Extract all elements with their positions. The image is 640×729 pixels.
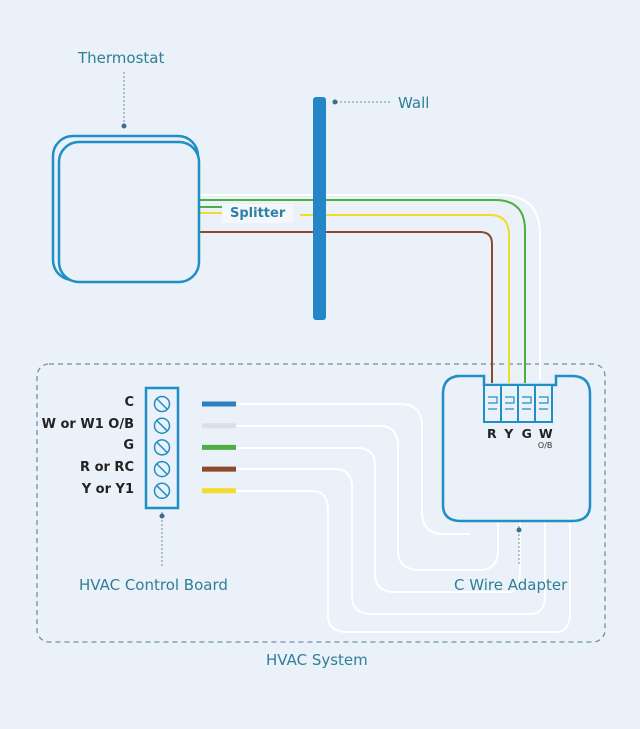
wall	[313, 97, 326, 320]
screw-slot	[156, 398, 168, 410]
terminal-screws	[153, 395, 171, 500]
control-board-cables	[236, 403, 571, 633]
terminal-screw	[153, 460, 171, 478]
wall-callout-dot	[332, 99, 338, 105]
terminal-label: C	[124, 395, 134, 410]
thermostat-callout-dot	[121, 123, 127, 129]
c-wire-adapter-label: C Wire Adapter	[454, 576, 568, 594]
adapter-terminal-letter: Y	[504, 426, 514, 441]
cable-y	[236, 490, 571, 633]
hvac-system-boundary	[36, 363, 606, 643]
wire-stubs	[202, 401, 236, 494]
terminal-label: W or W1 O/B	[41, 416, 134, 432]
wire-green	[200, 199, 526, 383]
cable-channel-top	[200, 194, 541, 380]
screw-slot	[156, 485, 168, 497]
adapter-terminal-sublabel: O/B	[537, 441, 553, 450]
c-wire-adapter	[441, 374, 592, 523]
terminal-label: Y or Y1	[81, 481, 134, 497]
wire-yellow	[200, 212, 510, 383]
terminal-screw	[153, 482, 171, 500]
cable-r	[236, 468, 546, 615]
hvac-control-board-label: HVAC Control Board	[79, 576, 228, 594]
wall-label: Wall	[398, 94, 430, 112]
splitter-label: Splitter	[222, 204, 294, 223]
terminal-screw	[153, 439, 171, 456]
adapter-terminal-letter: G	[521, 426, 532, 441]
terminal-screw	[153, 417, 171, 434]
adapter-callout-dot	[516, 527, 522, 533]
cable-w	[236, 425, 499, 571]
cable-g	[236, 447, 521, 593]
cable-c	[236, 403, 470, 535]
board-callout-dot	[159, 513, 165, 519]
thermostat	[57, 140, 201, 284]
terminal-screw	[153, 395, 171, 413]
terminal-label: R or RC	[80, 460, 134, 476]
thermostat-label: Thermostat	[78, 49, 165, 67]
adapter-terminal-letter: W	[538, 426, 553, 441]
terminal-clips	[488, 396, 549, 410]
terminal-label: G	[123, 438, 134, 454]
wire-brown	[200, 231, 493, 383]
hvac-system-label: HVAC System	[266, 651, 368, 669]
adapter-terminal-letter: R	[487, 426, 497, 441]
screw-slot	[156, 463, 168, 475]
screw-slot	[156, 441, 168, 453]
screw-slot	[156, 420, 168, 432]
